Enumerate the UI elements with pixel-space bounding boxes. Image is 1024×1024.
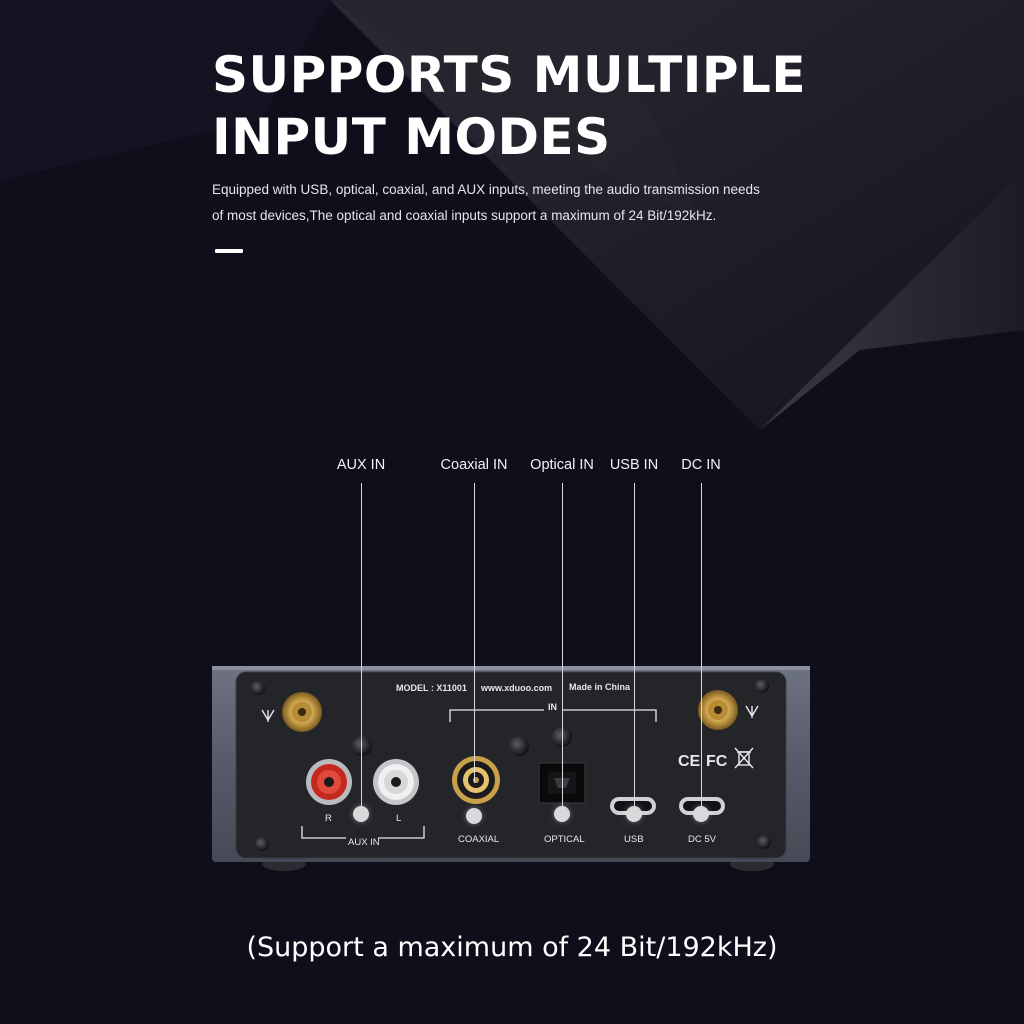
fc-mark-icon: FC (706, 753, 728, 770)
website-text: www.xduoo.com (480, 683, 552, 693)
marker-dot-dc (693, 806, 709, 822)
headline-line-1: SUPPORTS MULTIPLE (212, 46, 806, 104)
marker-dot-coaxial (466, 808, 482, 824)
page-title: SUPPORTS MULTIPLE INPUT MODES (212, 44, 806, 168)
optical-panel-label: OPTICAL (544, 834, 585, 845)
screw-icon (352, 736, 372, 756)
rca-right-label: R (325, 813, 332, 824)
rca-jack-right (306, 759, 352, 805)
description-line-1: Equipped with USB, optical, coaxial, and… (212, 182, 760, 197)
screw-icon (757, 835, 771, 849)
screw-icon (251, 681, 265, 695)
description: Equipped with USB, optical, coaxial, and… (212, 177, 832, 229)
model-number: MODEL : X11001 (396, 683, 467, 693)
ce-mark-icon: CE (678, 753, 701, 770)
screw-icon (255, 837, 269, 851)
coaxial-jack (452, 756, 500, 804)
callout-aux-in: AUX IN (336, 457, 386, 473)
weee-bin-icon (734, 747, 754, 769)
origin-text: Made in China (569, 682, 631, 692)
rca-left-label: L (396, 813, 401, 824)
usb-panel-label: USB (624, 834, 644, 845)
dc-panel-label: DC 5V (688, 834, 717, 845)
callout-optical-in: Optical IN (530, 457, 594, 473)
aux-bracket (301, 826, 425, 839)
callout-dc-in: DC IN (681, 457, 721, 473)
callout-coaxial-in: Coaxial IN (440, 457, 508, 473)
leader-line-dc (701, 483, 702, 813)
screw-icon (755, 679, 769, 693)
leader-line-usb (634, 483, 635, 813)
marker-dot-aux (353, 806, 369, 822)
in-bracket-label: IN (548, 702, 557, 712)
callout-usb-in: USB IN (609, 457, 659, 473)
antenna-icon (261, 709, 275, 722)
antenna-connector-right (698, 690, 738, 730)
rca-jack-left (373, 759, 419, 805)
marker-dot-usb (626, 806, 642, 822)
coaxial-panel-label: COAXIAL (458, 834, 499, 845)
headline-line-2: INPUT MODES (212, 108, 611, 166)
antenna-icon (745, 705, 759, 718)
accent-divider (215, 249, 243, 253)
leader-line-coaxial (474, 483, 475, 783)
leader-line-aux (361, 483, 362, 813)
aux-in-panel-label: AUX IN (348, 837, 380, 848)
screw-icon (509, 736, 529, 756)
description-line-2: of most devices,The optical and coaxial … (212, 208, 717, 223)
marker-dot-optical (554, 806, 570, 822)
spec-footnote: (Support a maximum of 24 Bit/192kHz) (246, 932, 778, 963)
leader-line-optical (562, 483, 563, 813)
antenna-connector-left (282, 692, 322, 732)
